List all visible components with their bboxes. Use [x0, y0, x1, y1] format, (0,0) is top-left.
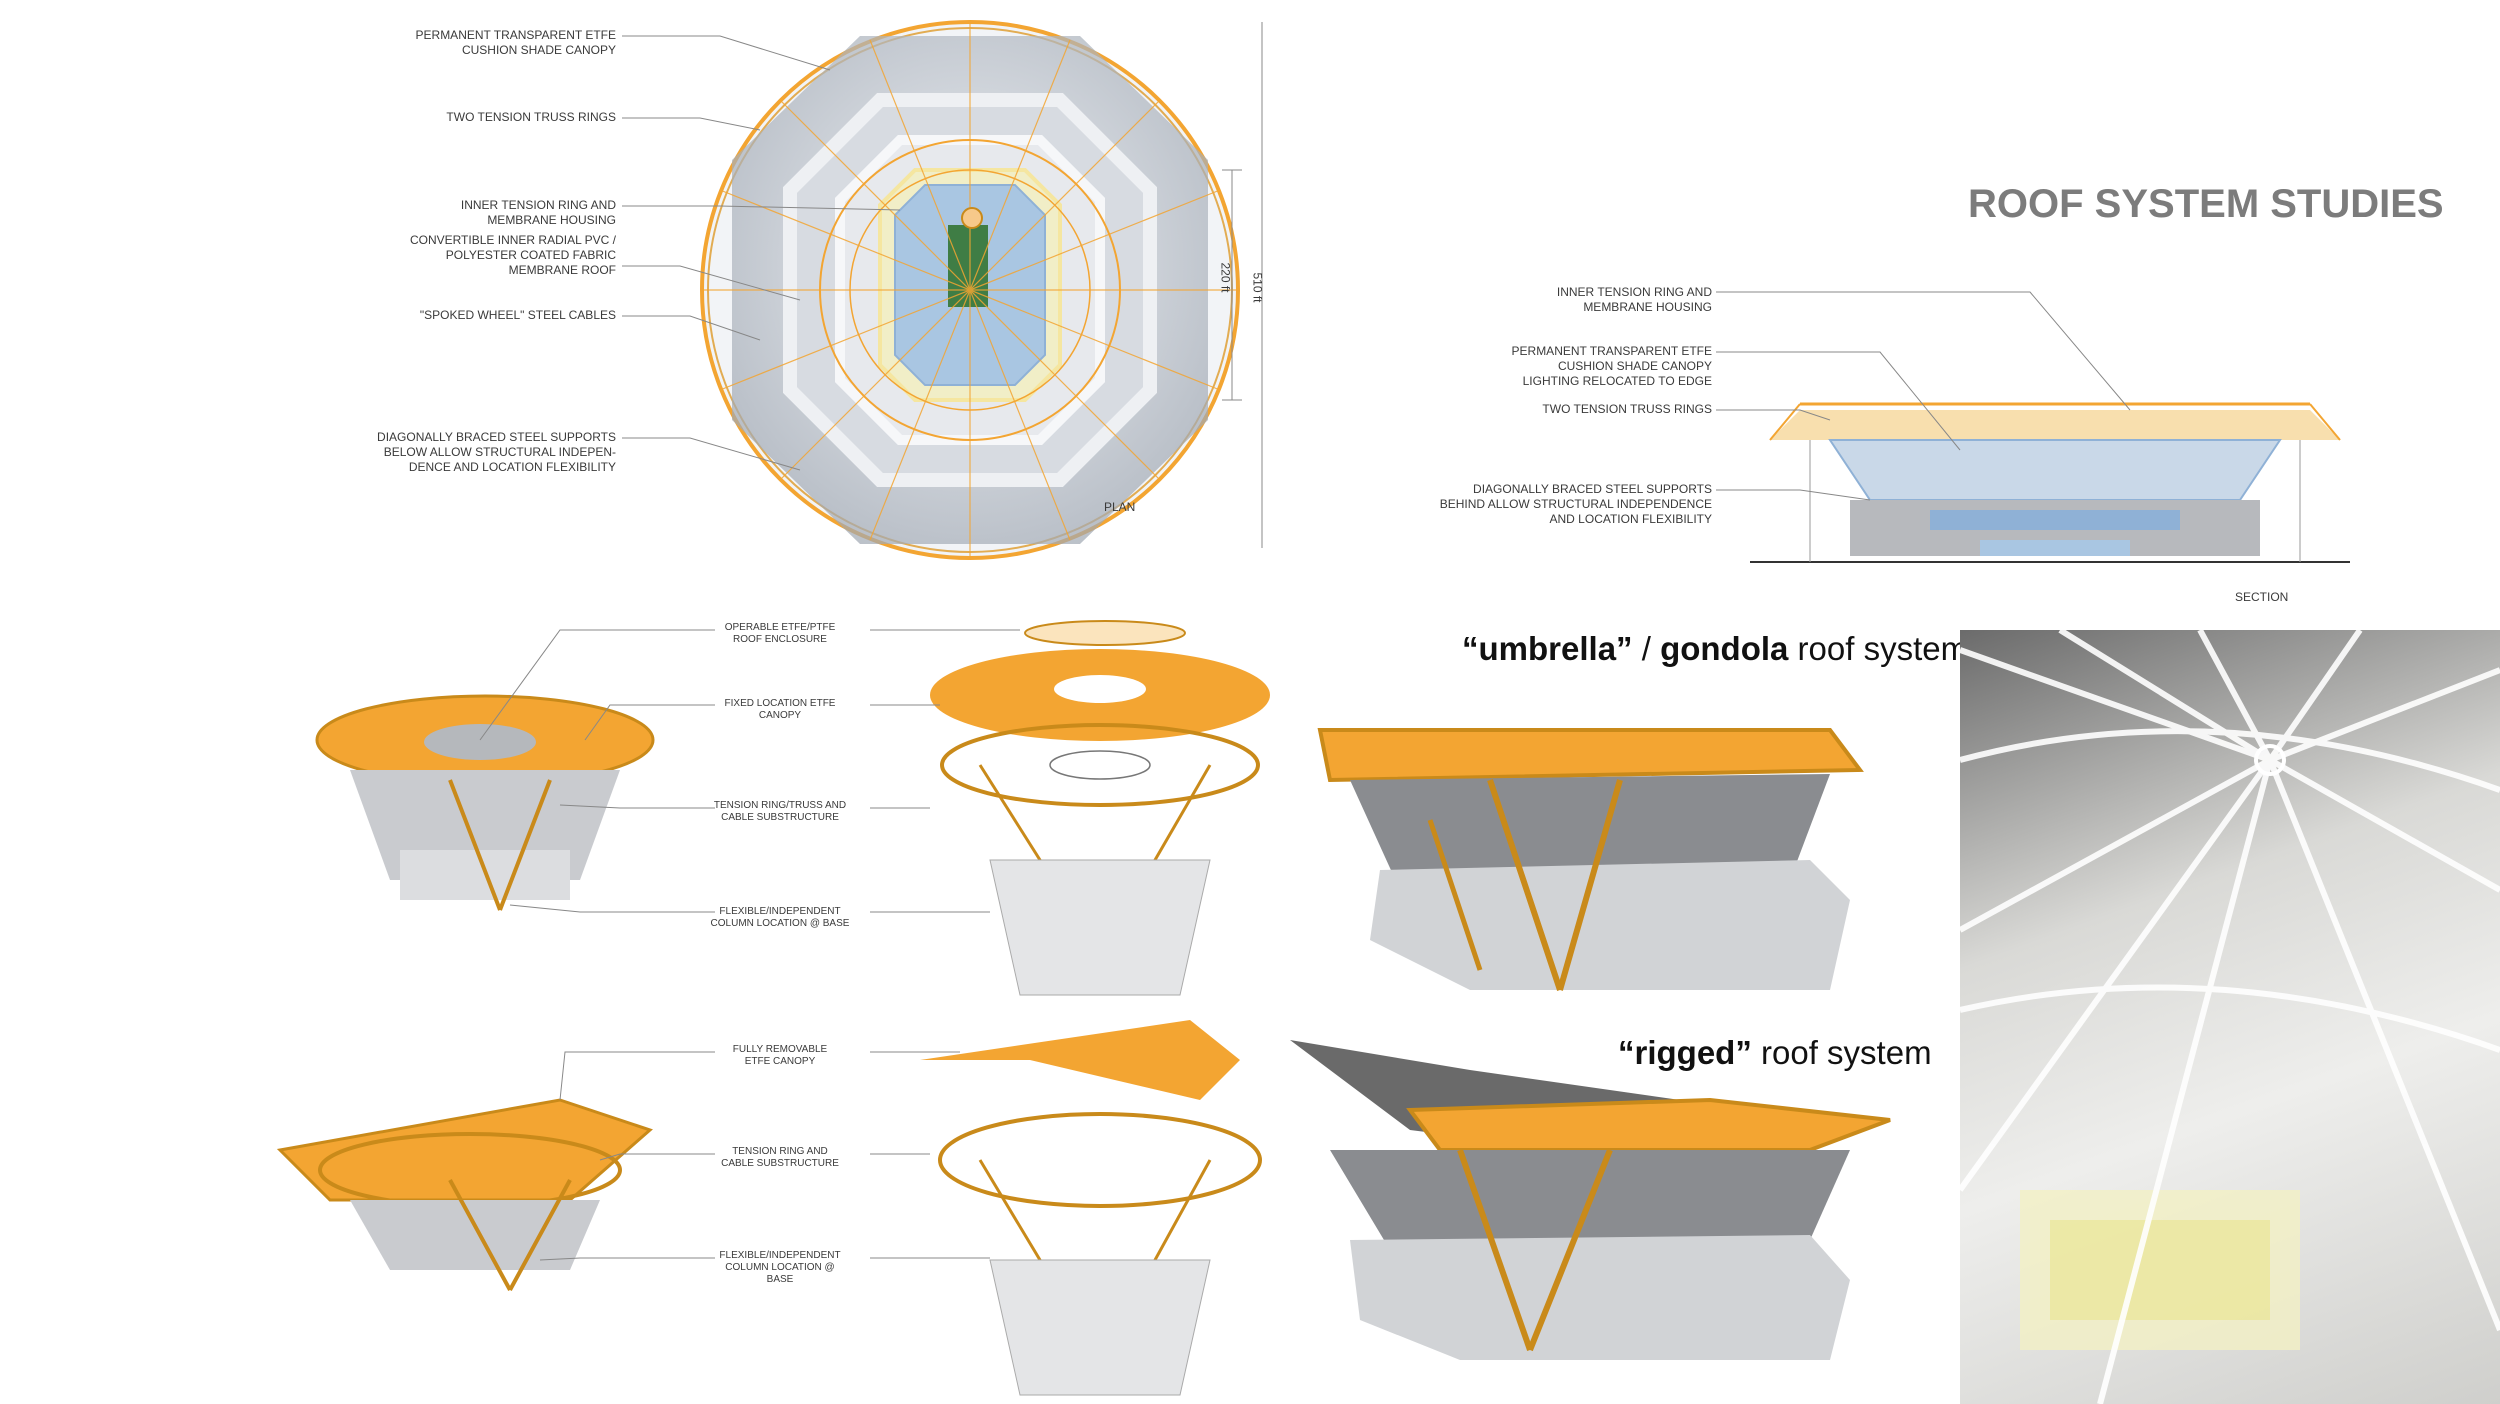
plan-label-etfe-canopy: PERMANENT TRANSPARENT ETFE CUSHION SHADE… — [415, 28, 616, 57]
umbrella-label-operable-enclosure: OPERABLE ETFE/PTFE ROOF ENCLOSURE — [724, 622, 836, 645]
section-caption: SECTION — [2235, 590, 2289, 604]
rigged-label-tension-ring: TENSION RING AND CABLE SUBSTRUCTURE — [721, 1146, 839, 1169]
plan-label-spoked-wheel: "SPOKED WHEEL" STEEL CABLES — [419, 308, 616, 322]
umbrella-label-fixed-canopy: FIXED LOCATION ETFE CANOPY — [724, 698, 836, 721]
umbrella-label-tension-ring: TENSION RING/TRUSS AND CABLE SUBSTRUCTUR… — [713, 800, 847, 823]
physical-model-photo — [1960, 630, 2500, 1404]
plan-label-pvc-membrane: CONVERTIBLE INNER RADIAL PVC / POLYESTER… — [409, 233, 616, 277]
umbrella-heading-bold-2: gondola — [1660, 630, 1789, 667]
umbrella-heading: “umbrella” / gondola roof system — [1462, 630, 1968, 668]
umbrella-assembled-model — [315, 694, 655, 911]
rigged-assembled-model — [276, 1098, 653, 1291]
section-label-etfe-canopy: PERMANENT TRANSPARENT ETFE CUSHION SHADE… — [1511, 344, 1712, 388]
physical-model-photo-structure — [1960, 630, 2500, 1404]
plan-caption: PLAN — [1104, 500, 1136, 514]
rigged-heading: “rigged” roof system — [1618, 1034, 1932, 1072]
section-label-truss-rings: TWO TENSION TRUSS RINGS — [1542, 402, 1712, 416]
umbrella-heading-rest: roof system — [1788, 630, 1969, 667]
rigged-label-removable-canopy: FULLY REMOVABLE ETFE CANOPY — [732, 1044, 828, 1067]
section-drawing — [1750, 402, 2350, 563]
rigged-heading-rest: roof system — [1751, 1034, 1932, 1071]
rigged-exploded-model — [920, 1020, 1262, 1396]
umbrella-rendered-stadium — [1317, 728, 1864, 991]
rigged-rendered-stadium — [1290, 1040, 1891, 1360]
umbrella-heading-bold-1: “umbrella” — [1462, 630, 1633, 667]
page-title: ROOF SYSTEM STUDIES — [1968, 182, 2444, 226]
section-label-inner-ring: INNER TENSION RING AND MEMBRANE HOUSING — [1556, 285, 1712, 314]
plan-label-inner-ring: INNER TENSION RING AND MEMBRANE HOUSING — [460, 198, 616, 227]
plan-drawing — [700, 20, 1240, 560]
rigged-label-column-location: FLEXIBLE/INDEPENDENT COLUMN LOCATION @ B… — [719, 1250, 841, 1285]
rigged-heading-bold: “rigged” — [1618, 1034, 1752, 1071]
plan-label-truss-rings: TWO TENSION TRUSS RINGS — [446, 110, 616, 124]
section-label-braced-supports: DIAGONALLY BRACED STEEL SUPPORTS BEHIND … — [1439, 482, 1712, 526]
plan-label-braced-supports: DIAGONALLY BRACED STEEL SUPPORTS BELOW A… — [377, 430, 616, 474]
umbrella-exploded-model — [930, 620, 1270, 996]
umbrella-heading-separator: / — [1632, 630, 1661, 667]
umbrella-label-column-location: FLEXIBLE/INDEPENDENT COLUMN LOCATION @ B… — [710, 906, 850, 929]
